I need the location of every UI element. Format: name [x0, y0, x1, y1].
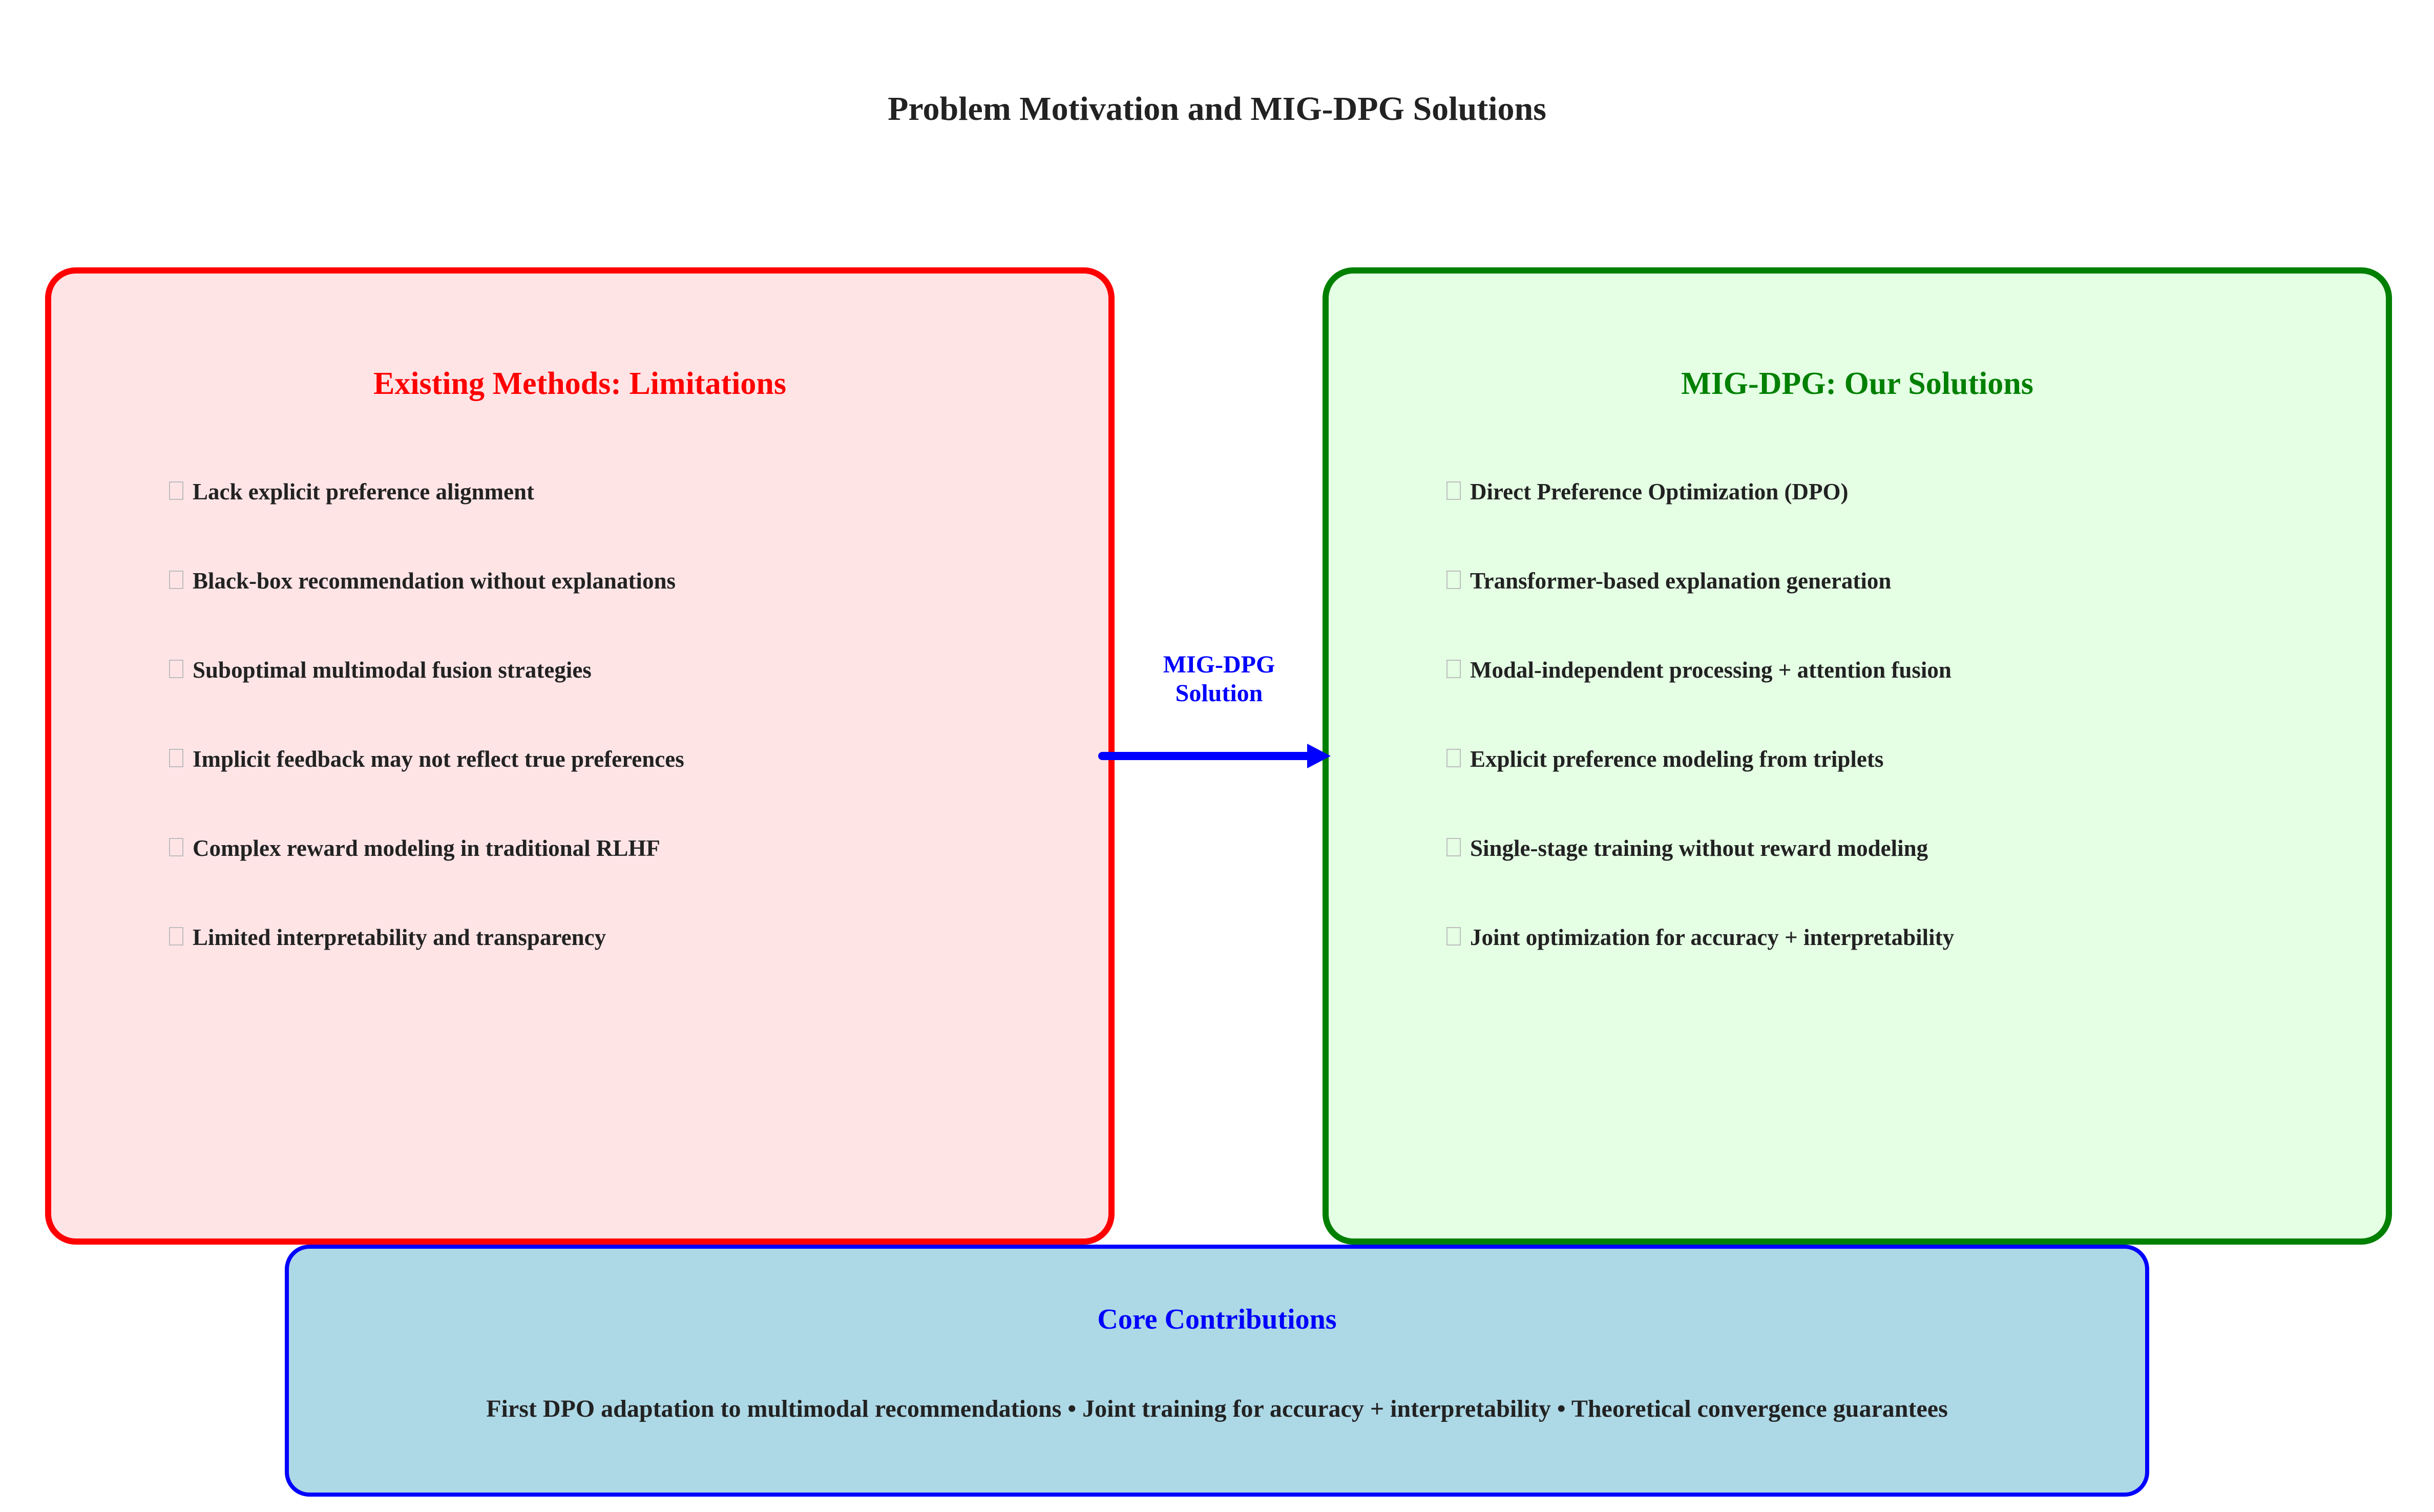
solutions-list: Direct Preference Optimization (DPO) Tra… — [1446, 478, 1954, 1013]
list-item: Lack explicit preference alignment — [169, 478, 684, 568]
list-item: Limited interpretability and transparenc… — [169, 924, 684, 1013]
list-item: Modal-independent processing + attention… — [1446, 657, 1954, 746]
diagram-title: Problem Motivation and MIG-DPG Solutions — [888, 90, 1546, 128]
list-item: Single-stage training without reward mod… — [1446, 835, 1954, 924]
contributions-panel: Core Contributions First DPO adaptation … — [285, 1245, 2149, 1497]
list-item-label: Lack explicit preference alignment — [193, 479, 534, 505]
missing-glyph-icon — [1446, 838, 1461, 856]
list-item: Complex reward modeling in traditional R… — [169, 835, 684, 924]
missing-glyph-icon — [169, 660, 183, 678]
list-item-label: Single-stage training without reward mod… — [1470, 835, 1928, 861]
missing-glyph-icon — [1446, 927, 1461, 946]
arrow-head — [1307, 744, 1331, 768]
solutions-panel: MIG-DPG: Our Solutions Direct Preference… — [1323, 267, 2392, 1245]
list-item-label: Limited interpretability and transparenc… — [193, 925, 606, 950]
contributions-heading: Core Contributions — [1097, 1304, 1337, 1335]
list-item: Explicit preference modeling from triple… — [1446, 746, 1954, 835]
list-item: Joint optimization for accuracy + interp… — [1446, 924, 1954, 1013]
list-item-label: Suboptimal multimodal fusion strategies — [193, 657, 592, 683]
list-item-label: Direct Preference Optimization (DPO) — [1470, 479, 1849, 505]
list-item-label: Black-box recommendation without explana… — [193, 568, 676, 594]
list-item-label: Transformer-based explanation generation — [1470, 568, 1892, 594]
list-item-label: Modal-independent processing + attention… — [1470, 657, 1952, 683]
list-item: Transformer-based explanation generation — [1446, 568, 1954, 657]
limitations-panel: Existing Methods: Limitations Lack expli… — [45, 267, 1115, 1245]
limitations-list: Lack explicit preference alignment Black… — [169, 478, 684, 1013]
list-item-label: Explicit preference modeling from triple… — [1470, 746, 1884, 772]
list-item-label: Joint optimization for accuracy + interp… — [1470, 925, 1955, 950]
missing-glyph-icon — [169, 838, 183, 856]
missing-glyph-icon — [1446, 660, 1461, 678]
missing-glyph-icon — [169, 749, 183, 767]
missing-glyph-icon — [169, 571, 183, 589]
contributions-text: First DPO adaptation to multimodal recom… — [486, 1395, 1948, 1422]
list-item: Suboptimal multimodal fusion strategies — [169, 657, 684, 746]
missing-glyph-icon — [169, 481, 183, 500]
list-item: Black-box recommendation without explana… — [169, 568, 684, 657]
list-item-label: Implicit feedback may not reflect true p… — [193, 746, 684, 772]
missing-glyph-icon — [169, 927, 183, 946]
list-item-label: Complex reward modeling in traditional R… — [193, 835, 660, 861]
list-item: Direct Preference Optimization (DPO) — [1446, 478, 1954, 568]
limitations-heading: Existing Methods: Limitations — [373, 366, 787, 401]
arrow-label: MIG-DPG Solution — [1142, 650, 1296, 708]
arrow-label-line1: MIG-DPG — [1163, 651, 1275, 678]
solutions-heading: MIG-DPG: Our Solutions — [1681, 366, 2033, 401]
arrow-label-line2: Solution — [1175, 680, 1263, 707]
missing-glyph-icon — [1446, 749, 1461, 767]
missing-glyph-icon — [1446, 571, 1461, 589]
list-item: Implicit feedback may not reflect true p… — [169, 746, 684, 835]
missing-glyph-icon — [1446, 481, 1461, 500]
